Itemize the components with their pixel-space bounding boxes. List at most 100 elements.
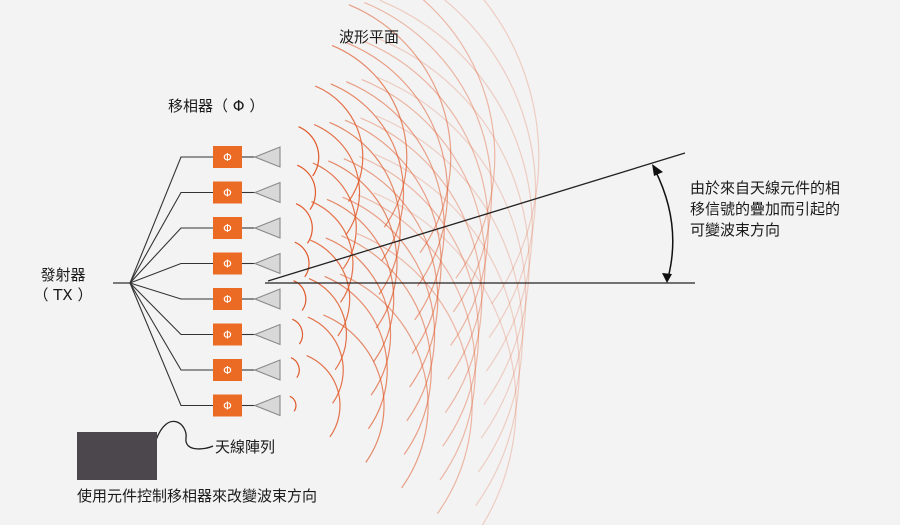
phase-shifter-symbol: Φ — [223, 329, 232, 342]
phase-shifter-symbol: Φ — [223, 258, 232, 271]
element-control-note: 使用元件控制移相器來改變波束方向 — [77, 487, 318, 505]
transmitter-label-line2: （ TX ） — [33, 286, 93, 304]
feed-line — [129, 282, 213, 300]
transmitter-label: 發射器 （ TX ） — [28, 265, 98, 305]
phase-shifter-symbol: Φ — [223, 400, 232, 413]
beam-steering-note-line1: 由於來自天線元件的相 — [690, 179, 841, 197]
antenna-icon — [253, 323, 281, 346]
wavefront-plane-label: 波形平面 — [339, 28, 400, 46]
steering-angle-arrow — [654, 169, 674, 279]
phase-shifter-box — [213, 359, 242, 381]
wave-arc — [298, 126, 320, 177]
wave-arc — [361, 78, 486, 380]
phase-shifter-label: 移相器（ Φ ） — [168, 97, 265, 115]
phase-shifter-box — [213, 394, 242, 417]
feed-line — [129, 262, 213, 284]
wave-arc — [313, 123, 361, 236]
wave-arc — [339, 273, 429, 489]
wave-arc — [360, 117, 483, 414]
phase-shifter-box — [213, 288, 242, 310]
phase-shifter-symbol: Φ — [223, 222, 232, 235]
wave-arc — [290, 357, 300, 379]
phase-shifter-symbol: Φ — [223, 293, 232, 306]
wave-arc — [295, 203, 313, 244]
feed-line — [129, 191, 213, 284]
arrow-head-down — [662, 273, 672, 283]
feed-line — [129, 156, 213, 284]
antenna-icon — [253, 217, 281, 239]
wave-arc — [344, 119, 442, 354]
wave-arc — [348, 4, 452, 254]
phase-shifter-symbol: Φ — [223, 151, 232, 164]
wave-arc — [362, 40, 489, 346]
wave-arc — [324, 275, 388, 430]
wave-arc — [294, 241, 310, 278]
wave-arc — [346, 81, 445, 321]
wave-arc — [364, 1, 493, 313]
feed-line — [129, 282, 213, 407]
wave-arc — [329, 121, 401, 295]
phase-shifter-box — [213, 146, 242, 168]
wave-arc — [342, 196, 436, 422]
wave-arc — [347, 42, 448, 287]
phase-shifter-box — [213, 181, 242, 204]
antenna-icon — [253, 359, 281, 381]
beam-steering-note-line3: 可變波束方向 — [690, 221, 781, 239]
antenna-array-leader — [155, 420, 214, 450]
beam-direction-line — [267, 152, 686, 282]
wave-arc — [328, 160, 398, 329]
beam-steering-note: 由於來自天線元件的相 移信號的疊加而引起的 可變波束方向 — [690, 178, 840, 241]
antenna-icon — [253, 394, 281, 417]
wave-arc — [356, 232, 473, 514]
phase-shifter-box — [213, 323, 242, 346]
wave-arc — [343, 158, 439, 388]
wave-arc — [379, 0, 533, 372]
wave-arc — [331, 44, 408, 228]
phase-shifter-box — [213, 252, 242, 275]
wave-arc — [323, 314, 385, 463]
wave-arc — [292, 318, 304, 345]
wave-arc — [483, 0, 540, 305]
antenna-icon — [253, 181, 281, 204]
wave-arc — [357, 194, 476, 481]
wave-arc — [443, 0, 537, 338]
feed-network — [113, 156, 213, 407]
transmitter-label-line1: 發射器 — [40, 266, 86, 284]
wave-arc — [375, 115, 524, 473]
wave-arc — [325, 237, 392, 396]
wave-arc — [359, 155, 480, 447]
wave-arc — [314, 85, 364, 202]
wave-arc — [377, 76, 527, 439]
beam-steering-note-line2: 移信號的疊加而引起的 — [690, 200, 841, 218]
wave-arc — [374, 153, 520, 506]
antenna-icon — [253, 146, 281, 168]
wave-arc — [378, 38, 530, 406]
wave-arcs — [289, 0, 540, 525]
feed-line — [129, 227, 213, 284]
wave-arc — [306, 355, 341, 438]
phase-shifter-box — [213, 217, 242, 239]
antenna-icon — [253, 288, 281, 310]
element-controller — [77, 432, 157, 480]
antenna-array-label: 天線陣列 — [215, 438, 276, 456]
wave-arc — [422, 0, 496, 279]
wave-arc — [330, 83, 405, 262]
wave-arc — [293, 280, 307, 311]
wave-arc — [289, 395, 297, 412]
feed-line — [129, 282, 213, 336]
array-elements: Φ Φ Φ Φ Φ Φ Φ Φ — [213, 146, 281, 417]
wave-arc — [296, 164, 317, 210]
wave-arc — [341, 235, 432, 455]
phase-shifter-symbol: Φ — [223, 187, 232, 200]
wave-arc — [373, 192, 517, 525]
wave-arc — [307, 316, 344, 404]
arrow-head-up — [652, 164, 663, 176]
antenna-icon — [253, 252, 281, 275]
phase-shifter-symbol: Φ — [223, 364, 232, 377]
wave-arc — [311, 201, 354, 303]
wave-arc — [312, 162, 357, 270]
feed-line — [129, 282, 213, 371]
wave-arc — [326, 198, 395, 362]
